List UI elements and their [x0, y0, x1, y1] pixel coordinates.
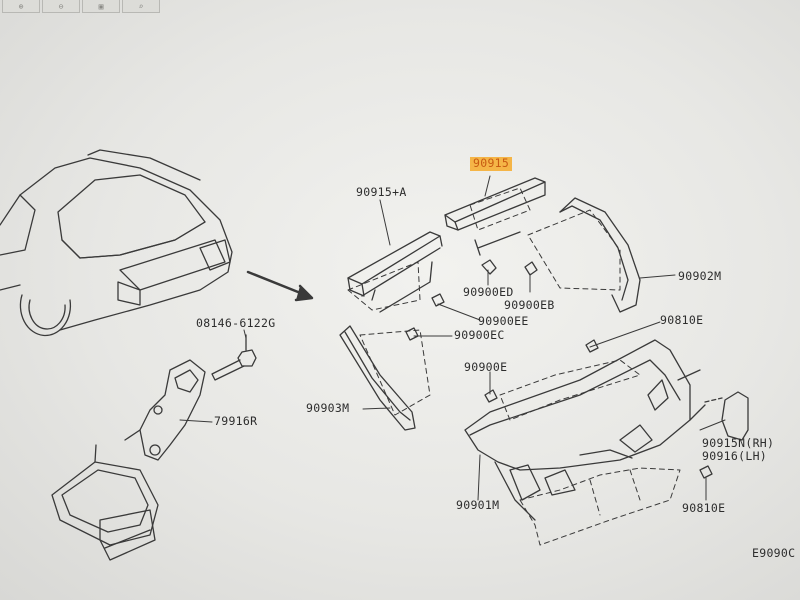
viewer-toolbar: ⊕ ⊖ ▣ ⌕	[0, 0, 172, 14]
garnish-90915-a	[347, 231, 443, 313]
vehicle-rear-illustration	[0, 149, 233, 337]
callout-79916r[interactable]: 79916R	[214, 414, 258, 428]
diagram-code: E9090C	[752, 546, 796, 560]
callout-90810e-bottom[interactable]: 90810E	[682, 501, 726, 515]
trunk-corner-illustration	[51, 444, 159, 561]
callout-90903m[interactable]: 90903M	[306, 401, 350, 415]
callout-90915n-rh[interactable]: 90915N(RH)	[702, 436, 775, 450]
callout-90915[interactable]: 90915	[470, 157, 513, 171]
callout-90902m[interactable]: 90902M	[678, 269, 722, 283]
access-cover	[704, 391, 749, 441]
hinge-bracket	[124, 359, 206, 461]
fit-icon[interactable]: ▣	[82, 0, 120, 13]
trunk-lid-trim-90901m	[464, 339, 706, 521]
search-icon[interactable]: ⌕	[122, 0, 160, 13]
callout-90900e[interactable]: 90900E	[464, 360, 508, 374]
side-trim-90902m	[559, 197, 641, 313]
zoom-out-icon[interactable]: ⊖	[42, 0, 80, 13]
clips	[405, 259, 713, 479]
trim-panel-outlines	[347, 187, 681, 546]
bolt	[211, 334, 257, 381]
leader-lines	[179, 175, 726, 501]
callout-90900ee[interactable]: 90900EE	[478, 314, 529, 328]
callout-90915-a[interactable]: 90915+A	[356, 185, 407, 199]
callout-90900ec[interactable]: 90900EC	[454, 328, 505, 342]
callout-90900eb[interactable]: 90900EB	[504, 298, 555, 312]
side-trim-90903m	[339, 325, 416, 431]
callout-90916-lh[interactable]: 90916(LH)	[702, 449, 768, 463]
callout-90900ed[interactable]: 90900ED	[463, 285, 514, 299]
callout-08146-6122g[interactable]: 08146-6122G	[196, 316, 276, 330]
zoom-in-icon[interactable]: ⊕	[2, 0, 40, 13]
garnish-90915	[444, 177, 546, 256]
direction-arrow	[246, 270, 314, 302]
callout-90810e-top[interactable]: 90810E	[660, 313, 704, 327]
callout-90901m[interactable]: 90901M	[456, 498, 500, 512]
